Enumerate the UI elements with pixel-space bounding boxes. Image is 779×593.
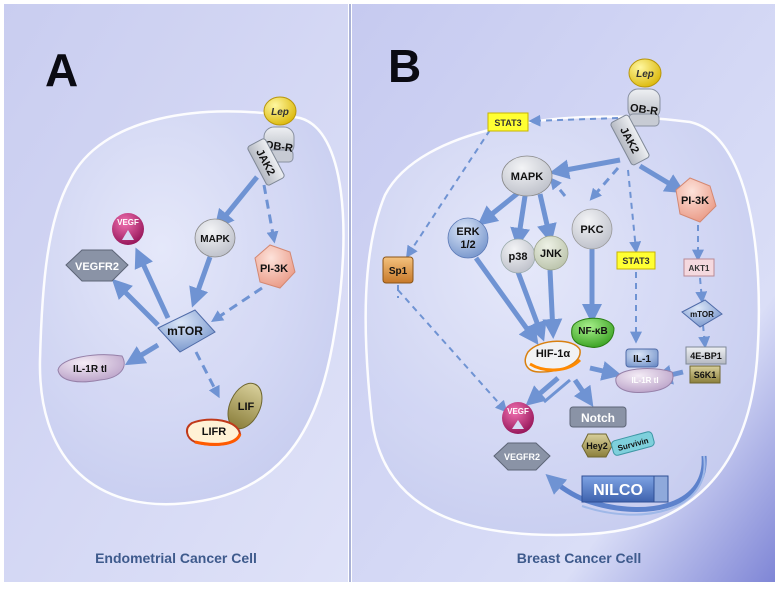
hif1a-node: HIF-1α bbox=[524, 340, 582, 373]
pi3k-node-b: PI-3K bbox=[675, 177, 717, 223]
vegfr2-label-b: VEGFR2 bbox=[504, 452, 540, 462]
mtor-label-b: mTOR bbox=[690, 310, 714, 319]
p38-node: p38 bbox=[500, 238, 536, 274]
lif-label-a: LIF bbox=[238, 401, 255, 413]
il1-node: IL-1 bbox=[625, 348, 659, 368]
il1-label: IL-1 bbox=[633, 354, 651, 365]
ebp1-node: 4E-BP1 bbox=[685, 346, 727, 365]
jnk-label: JNK bbox=[540, 248, 562, 260]
panel-a-arrows bbox=[111, 175, 279, 399]
s6k1-node: S6K1 bbox=[689, 365, 721, 384]
mtor-label-a: mTOR bbox=[167, 324, 203, 338]
stat3-label-middle: STAT3 bbox=[622, 256, 649, 266]
panel-b-caption: Breast Cancer Cell bbox=[517, 550, 642, 566]
nilco-label: NILCO bbox=[593, 482, 643, 499]
sp1-node: Sp1 bbox=[382, 256, 414, 284]
obr-receptor-b: OB-R bbox=[627, 88, 661, 127]
jnk-node: JNK bbox=[533, 235, 569, 271]
mapk-label-b: MAPK bbox=[511, 171, 543, 183]
nilco-inhibitor: NILCO bbox=[545, 455, 707, 516]
mapk-label-a: MAPK bbox=[200, 234, 230, 245]
il1rt1-node-b: IL-1R tI bbox=[615, 368, 674, 393]
mtor-node-a: mTOR bbox=[157, 309, 216, 353]
stat3-node-top: STAT3 bbox=[487, 112, 529, 132]
lep-label-b: Lep bbox=[636, 69, 654, 80]
obr-label-b: OB-R bbox=[629, 102, 659, 118]
il1rt1-label-a: IL-1R tI bbox=[73, 364, 107, 375]
notch-label: Notch bbox=[581, 411, 615, 425]
vegf-label-a: VEGF bbox=[117, 218, 139, 227]
nfkb-label: NF-κB bbox=[578, 326, 607, 337]
pkc-label: PKC bbox=[580, 224, 603, 236]
s6k1-label: S6K1 bbox=[694, 370, 717, 380]
il1rt1-node-a: IL-1R tI bbox=[57, 354, 125, 383]
stat3-label-top: STAT3 bbox=[494, 118, 521, 128]
vegf-node-b: VEGF bbox=[502, 402, 534, 434]
p38-label: p38 bbox=[509, 251, 528, 263]
lep-node-b: Lep bbox=[628, 58, 662, 88]
endometrial-cell bbox=[38, 110, 345, 506]
mapk-node-a: MAPK bbox=[194, 218, 236, 258]
panel-b-letter: B bbox=[388, 40, 421, 92]
erk-label: ERK bbox=[456, 226, 479, 238]
pi3k-node-a: PI-3K bbox=[254, 244, 296, 289]
notch-node: Notch bbox=[569, 406, 627, 428]
survivin-node: Survivin bbox=[611, 431, 655, 456]
lifr-label-a: LIFR bbox=[202, 426, 226, 438]
vegf-node-a: VEGF bbox=[112, 213, 144, 245]
erk-sub-label: 1/2 bbox=[460, 239, 475, 251]
jak2-node-a: JAK2 bbox=[247, 138, 285, 186]
lifr-node-a: LIFR bbox=[186, 418, 242, 446]
mtor-node-b: mTOR bbox=[681, 299, 723, 328]
jak2-node-b: JAK2 bbox=[610, 114, 650, 166]
akt1-node: AKT1 bbox=[683, 258, 715, 277]
lif-node-a: LIF bbox=[227, 382, 263, 430]
erk-node: ERK 1/2 bbox=[447, 217, 489, 259]
hey2-node: Hey2 bbox=[581, 433, 613, 458]
vegfr2-label-a: VEGFR2 bbox=[75, 261, 119, 273]
hif1a-label: HIF-1α bbox=[536, 348, 571, 360]
mapk-node-b: MAPK bbox=[501, 155, 553, 197]
vegf-label-b: VEGF bbox=[507, 407, 529, 416]
lep-label-a: Lep bbox=[271, 107, 289, 118]
il1rt1-label-b: IL-1R tI bbox=[631, 376, 658, 385]
vegfr2-node-b: VEGFR2 bbox=[493, 442, 551, 471]
panel-a-letter: A bbox=[45, 44, 78, 96]
pi3k-label-a: PI-3K bbox=[260, 263, 288, 275]
akt1-label: AKT1 bbox=[689, 264, 710, 273]
ebp1-label: 4E-BP1 bbox=[690, 351, 722, 361]
nfkb-node: NF-κB bbox=[571, 317, 615, 348]
pkc-node: PKC bbox=[571, 208, 613, 250]
sp1-label: Sp1 bbox=[389, 266, 408, 277]
vegfr2-node-a: VEGFR2 bbox=[65, 249, 129, 282]
stat3-node-middle: STAT3 bbox=[616, 251, 656, 270]
panel-a-caption: Endometrial Cancer Cell bbox=[95, 550, 257, 566]
pi3k-label-b: PI-3K bbox=[681, 195, 709, 207]
lep-node-a: Lep bbox=[263, 96, 297, 126]
hey2-label: Hey2 bbox=[586, 441, 608, 451]
